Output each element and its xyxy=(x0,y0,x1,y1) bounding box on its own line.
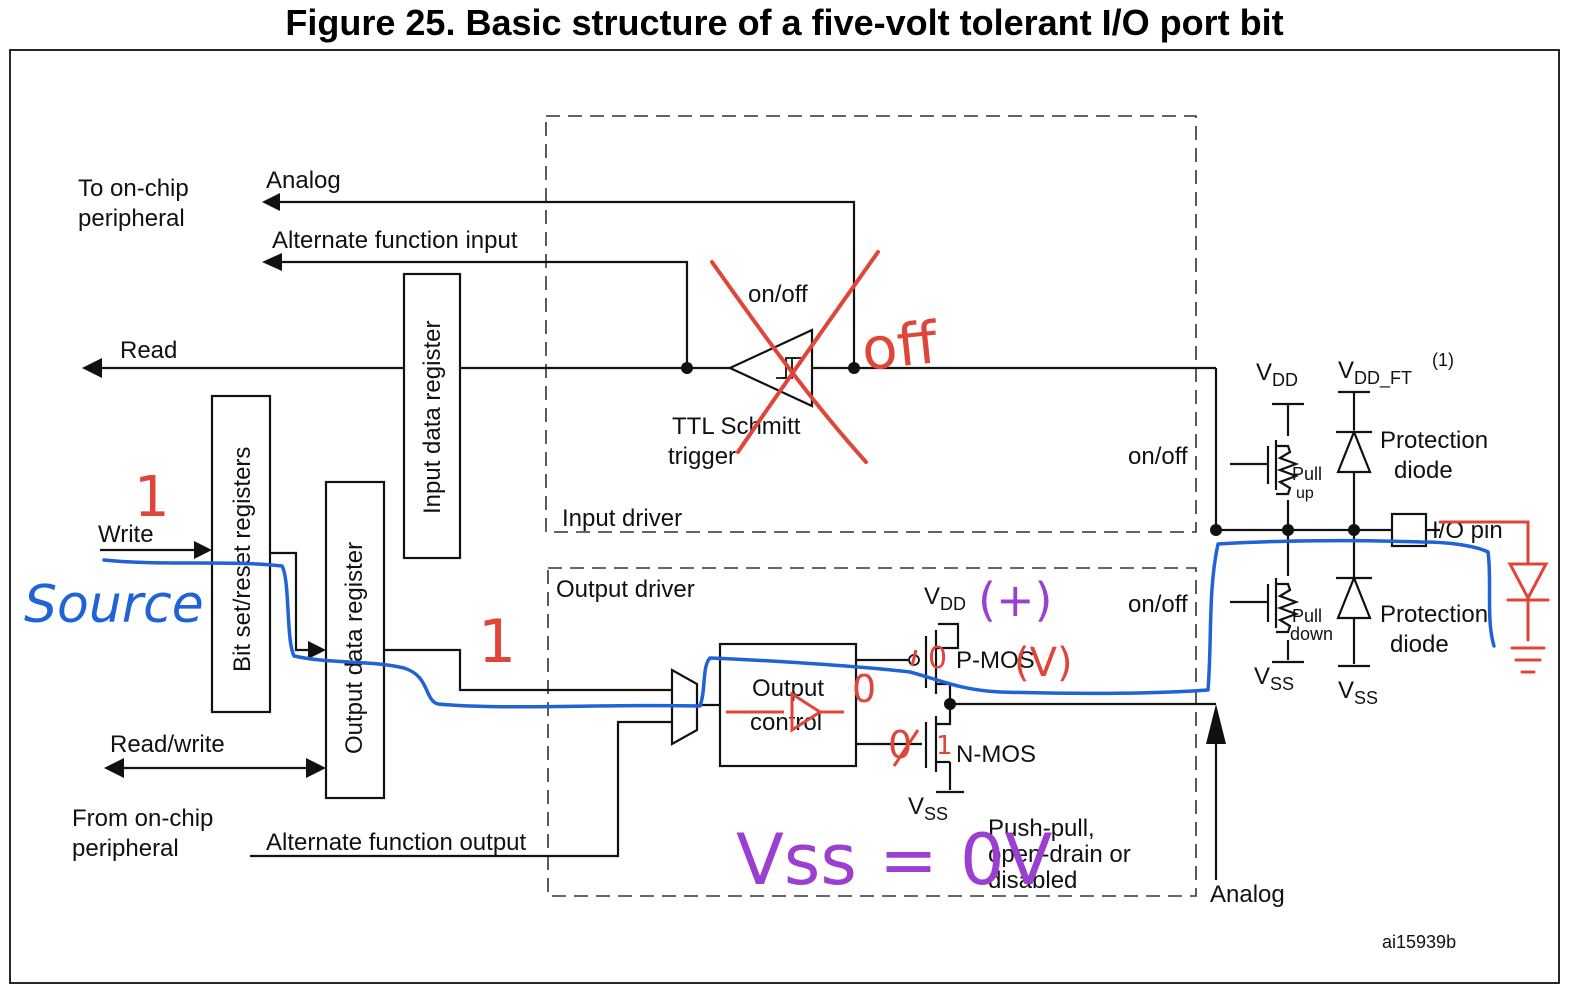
output-driver-label: Output driver xyxy=(556,576,695,603)
to-onchip-label-1: To on-chip xyxy=(78,175,189,202)
read-label: Read xyxy=(120,337,177,364)
volt-annotation: (V) xyxy=(1014,640,1073,686)
output-control-label-1: Output xyxy=(752,675,824,702)
pmos-label: P-MOS xyxy=(956,647,1035,674)
bit-set-reset-registers-label: Bit set/reset registers xyxy=(229,447,256,672)
pmos-tick-annotation xyxy=(910,649,918,667)
vss-pull-label: VSS xyxy=(1254,663,1294,694)
pull-up-label-1: Pull xyxy=(1292,464,1322,484)
write-one-annotation: 1 xyxy=(134,465,170,530)
vdd-ft-footnote: (1) xyxy=(1432,350,1454,370)
source-annotation: Source xyxy=(24,575,204,635)
protection-diode-top-label-2: diode xyxy=(1394,457,1453,484)
nmos-strike-annotation xyxy=(892,729,920,767)
vss-zero-volt-annotation: Vss = 0V xyxy=(736,819,1053,901)
mode-label-2: open-drain or xyxy=(988,841,1131,868)
pull-down-label-1: Pull xyxy=(1292,606,1322,626)
write-label: Write xyxy=(98,521,154,548)
protection-diode-bottom-label-1: Protection xyxy=(1380,601,1488,628)
pull-down-label-2: down xyxy=(1290,624,1333,644)
vss-diode-label: VSS xyxy=(1338,677,1378,708)
current-path-annotation xyxy=(102,538,1496,709)
output-on-off-label: on/off xyxy=(1128,591,1188,618)
plus-annotation: (+) xyxy=(978,573,1052,627)
schmitt-trigger xyxy=(727,328,814,408)
figure-title: Figure 25. Basic structure of a five-vol… xyxy=(285,2,1284,43)
input-driver-boundary xyxy=(545,115,1197,533)
protection-diode-top-label-1: Protection xyxy=(1380,427,1488,454)
schmitt-cross-out-annotation xyxy=(710,250,880,464)
output-data-register-box xyxy=(324,480,386,800)
nmos-one-annotation: 1 xyxy=(936,731,953,761)
pull-up-resistor xyxy=(1266,440,1300,496)
output-data-register-label: Output data register xyxy=(341,542,368,754)
pull-down-resistor xyxy=(1266,578,1300,634)
alt-fn-input-label: Alternate function input xyxy=(272,227,518,254)
read-write-label: Read/write xyxy=(110,731,225,758)
nmos-transistor xyxy=(924,704,952,772)
vdd-output-label: VDD xyxy=(924,583,966,614)
bit-set-reset-registers-box xyxy=(210,394,272,714)
to-onchip-label-2: peripheral xyxy=(78,205,185,232)
schmitt-on-off-label: on/off xyxy=(748,281,808,308)
output-one-annotation: 1 xyxy=(478,607,516,677)
schmitt-label-2: trigger xyxy=(668,443,736,470)
output-control-zero-annotation: 0 xyxy=(852,667,876,711)
vss-output-label: VSS xyxy=(908,793,948,824)
input-driver-label: Input driver xyxy=(562,505,682,532)
alt-fn-output-label: Alternate function output xyxy=(266,829,527,856)
input-data-register-box xyxy=(402,272,462,560)
analog-top-label: Analog xyxy=(266,167,341,194)
schmitt-label-1: TTL Schmitt xyxy=(672,413,801,440)
mode-label-1: Push-pull, xyxy=(988,815,1095,842)
figure-ref-code: ai15939b xyxy=(1382,932,1456,952)
output-driver-boundary xyxy=(547,567,1197,897)
analog-bottom-label: Analog xyxy=(1210,881,1285,908)
nmos-label: N-MOS xyxy=(956,741,1036,768)
inverter-sketch-annotation xyxy=(726,691,844,733)
mode-label-3: disabled xyxy=(988,867,1077,894)
protection-diode-top xyxy=(1336,429,1372,474)
off-annotation: off xyxy=(858,308,942,384)
pull-up-label-2: up xyxy=(1296,485,1314,502)
external-led-annotation xyxy=(1438,520,1550,674)
from-onchip-label-2: peripheral xyxy=(72,835,179,862)
input-on-off-label: on/off xyxy=(1128,443,1188,470)
figure-frame xyxy=(9,49,1560,984)
from-onchip-label-1: From on-chip xyxy=(72,805,213,832)
protection-diode-bottom-label-2: diode xyxy=(1390,631,1449,658)
wiring xyxy=(82,193,1440,880)
vdd-pull-label: VDD xyxy=(1256,359,1298,390)
protection-diode-bottom xyxy=(1336,575,1372,620)
vdd-ft-label: VDD_FT xyxy=(1338,357,1412,389)
pmos-zero-annotation: 0 xyxy=(928,641,947,676)
input-data-register-label: Input data register xyxy=(419,321,446,514)
